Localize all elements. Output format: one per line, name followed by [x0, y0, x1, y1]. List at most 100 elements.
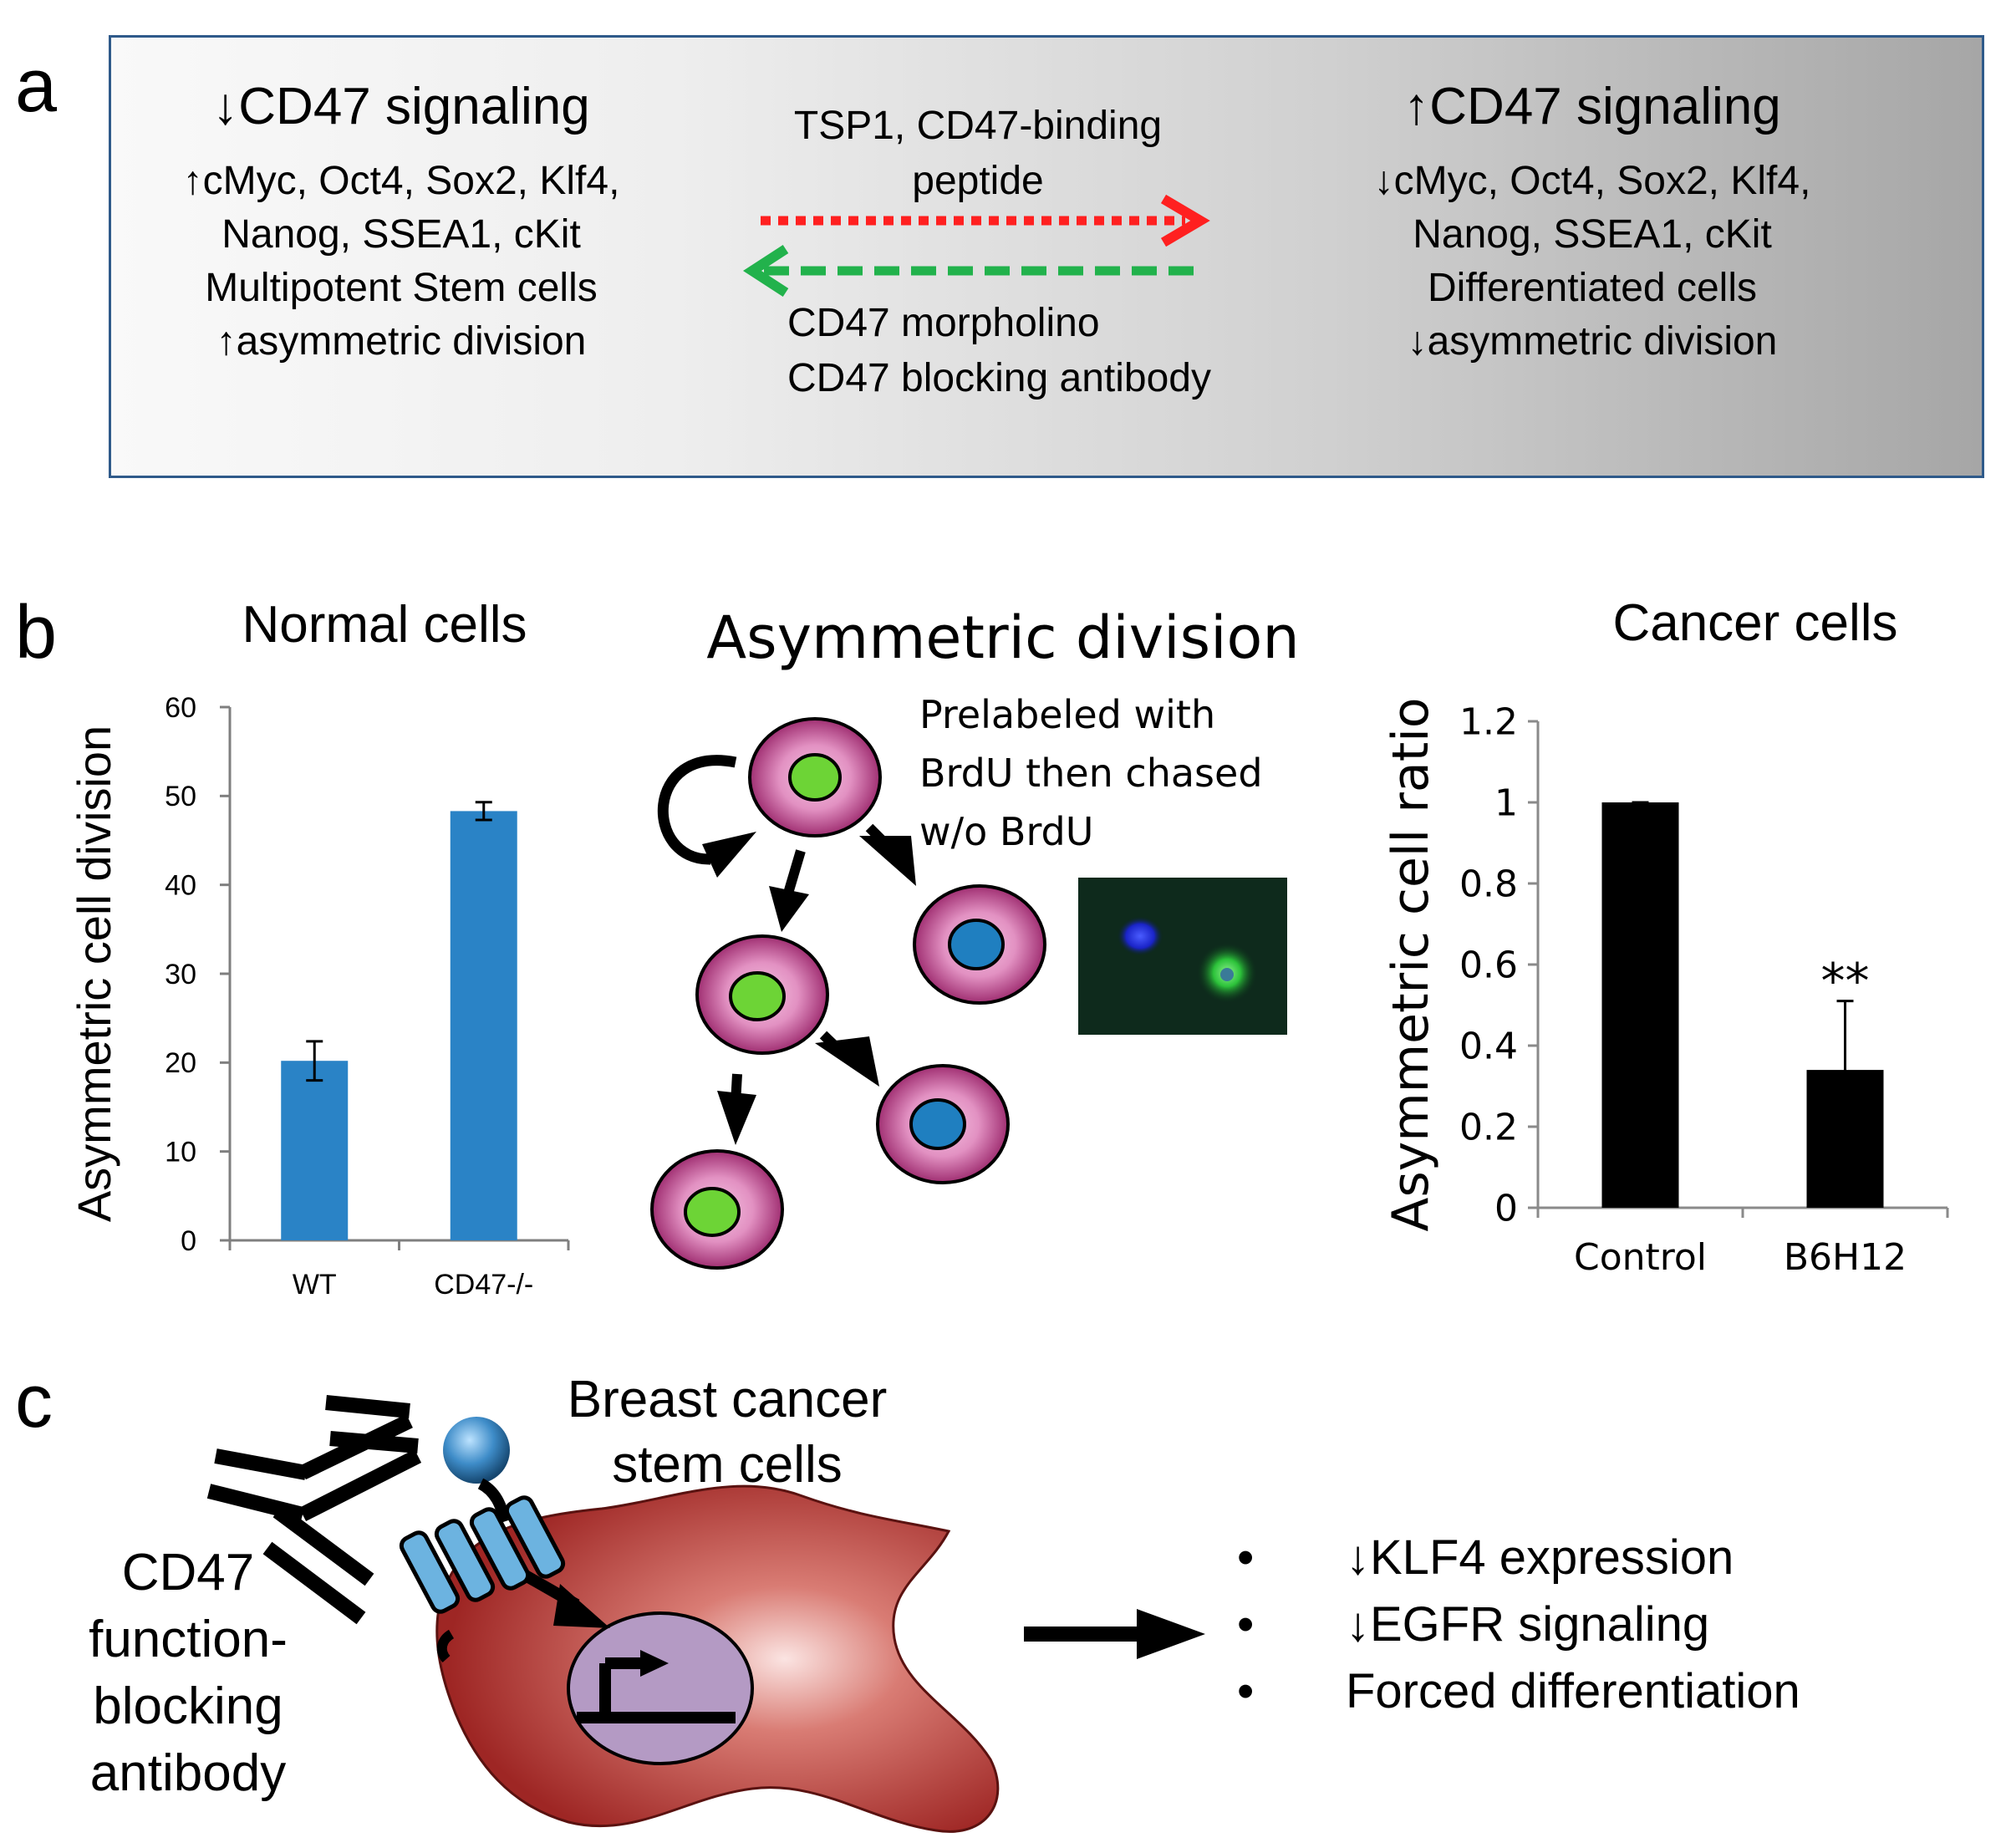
receptor-transmembrane [399, 1495, 566, 1614]
receptor-stalk [477, 1478, 512, 1524]
panel-c-letter: c [15, 1360, 53, 1443]
y-axis-label: Asymmetric cell division [68, 725, 120, 1222]
x-category-label: Control [1574, 1236, 1707, 1279]
bullet-mark-1: • [1237, 1530, 1255, 1585]
arrow-2-head [859, 836, 916, 886]
outcome-arrow-head [1137, 1609, 1205, 1659]
top-label-line-1: TSP1, CD47-binding [793, 104, 1163, 148]
panel-a-right-block: ↑CD47 signaling ↓cMyc, Oct4, Sox2, Klf4,… [1321, 77, 1864, 369]
ligand-ball [443, 1417, 510, 1484]
gene-flag-head [640, 1650, 669, 1677]
y-tick-label: 0 [1494, 1187, 1518, 1229]
right-line-1: ↓cMyc, Oct4, Sox2, Klf4, [1373, 159, 1811, 203]
bottom-label-line-2: CD47 blocking antibody [787, 356, 1211, 400]
y-tick-label: 1.2 [1459, 700, 1518, 743]
y-tick-label: 60 [165, 692, 196, 724]
chart-normal-title: Normal cells [242, 596, 527, 654]
antibody-label-line-2: function- [89, 1611, 288, 1668]
nucleus [567, 1611, 754, 1765]
outcome-text-1: ↓KLF4 expression [1346, 1530, 1734, 1585]
arrow-3-head [717, 1091, 756, 1145]
diagram-note-line-1: Prelabeled with [919, 692, 1216, 737]
left-line-1: ↑cMyc, Oct4, Sox2, Klf4, [182, 159, 620, 203]
diagram-note: Prelabeled with BrdU then chased w/o Brd… [919, 685, 1287, 861]
outcome-item-2: • ↓EGFR signaling [1237, 1591, 1989, 1658]
significance-label: ** [1821, 953, 1870, 1010]
cell-top-green [748, 717, 882, 837]
y-tick-label: 0.8 [1459, 863, 1518, 905]
signal-arrow-head [553, 1584, 610, 1628]
chart-cancer-title: Cancer cells [1612, 594, 1898, 652]
y-tick-label: 10 [165, 1137, 196, 1168]
antibody-label-line-4: antibody [89, 1744, 287, 1802]
bar [281, 1061, 349, 1240]
outcome-list: • ↓KLF4 expression • ↓EGFR signaling • F… [1237, 1525, 1989, 1725]
antibody-shape [206, 1395, 422, 1625]
microscopy-inset [1078, 878, 1287, 1035]
y-tick-label: 0.4 [1459, 1025, 1518, 1067]
left-line-3: Multipotent Stem cells [205, 266, 598, 310]
bar [1601, 802, 1679, 1208]
y-tick-label: 40 [165, 870, 196, 902]
cell-bottom-green [650, 1149, 784, 1270]
x-category-label: B6H12 [1784, 1236, 1907, 1279]
y-tick-label: 30 [165, 959, 196, 990]
arrow-1-shaft [782, 849, 806, 898]
panel-b-letter: b [15, 591, 58, 675]
arrow-4-head [815, 1036, 879, 1087]
outcome-text-2: ↓EGFR signaling [1346, 1597, 1710, 1652]
diagram-note-line-2: BrdU then chased [919, 751, 1263, 796]
top-label-line-2: peptide [912, 159, 1044, 203]
cell-lower-right-blue [876, 1064, 1010, 1184]
self-renewal-arrow [657, 755, 737, 865]
receptor-tail [436, 1629, 455, 1663]
x-category-label: WT [293, 1269, 337, 1301]
left-line-2: Nanog, SSEA1, cKit [221, 212, 581, 257]
right-line-3: Differentiated cells [1428, 266, 1757, 310]
inhibit-bottom-label: CD47 morpholino CD47 blocking antibody [787, 296, 1306, 406]
right-title: ↑CD47 signaling [1403, 78, 1781, 135]
outcome-text-3: Forced differentiation [1346, 1664, 1800, 1718]
antibody-label: CD47 function- blocking antibody [59, 1540, 318, 1807]
cell-middle-green [695, 934, 829, 1055]
y-tick-label: 0.2 [1459, 1106, 1518, 1148]
y-axis-label: Asymmetric cell ratio [1382, 697, 1440, 1231]
bullet-mark-2: • [1237, 1597, 1255, 1652]
panel-a-letter: a [15, 44, 58, 128]
cell-label-line-1: Breast cancer [567, 1371, 888, 1428]
y-tick-label: 0 [181, 1225, 196, 1257]
antibody-label-line-1: CD47 [121, 1544, 255, 1601]
x-category-label: CD47-/- [434, 1269, 533, 1301]
y-tick-label: 20 [165, 1047, 196, 1079]
panel-a-left-block: ↓CD47 signaling ↑cMyc, Oct4, Sox2, Klf4,… [134, 77, 669, 369]
red-dotted-arrow [761, 194, 1210, 247]
self-renewal-arrowhead [702, 832, 756, 878]
y-tick-label: 0.6 [1459, 944, 1518, 986]
left-title: ↓CD47 signaling [212, 78, 590, 135]
panel-a-box [109, 35, 1984, 478]
cell-right-blue [913, 884, 1046, 1005]
outcome-item-3: • Forced differentiation [1237, 1658, 1989, 1725]
cell-label: Breast cancer stem cells [518, 1367, 936, 1498]
right-line-2: Nanog, SSEA1, cKit [1413, 212, 1772, 257]
inhibit-top-label: TSP1, CD47-binding peptide [719, 99, 1237, 209]
antibody-label-line-3: blocking [93, 1677, 283, 1735]
left-line-4: ↑asymmetric division [216, 319, 587, 364]
cell-label-line-2: stem cells [612, 1436, 843, 1494]
arrow-1-head [769, 886, 809, 932]
y-tick-label: 1 [1494, 781, 1518, 824]
gene-flag [577, 1657, 736, 1723]
bottom-label-line-1: CD47 morpholino [787, 301, 1100, 345]
diagram-note-line-3: w/o BrdU [919, 809, 1094, 854]
green-dashed-arrow [742, 244, 1194, 298]
right-line-4: ↓asymmetric division [1407, 319, 1778, 364]
diagram-title: Asymmetric division [706, 603, 1300, 672]
bar [450, 811, 517, 1240]
bullet-mark-3: • [1237, 1664, 1255, 1718]
outcome-item-1: • ↓KLF4 expression [1237, 1525, 1989, 1591]
y-tick-label: 50 [165, 781, 196, 812]
